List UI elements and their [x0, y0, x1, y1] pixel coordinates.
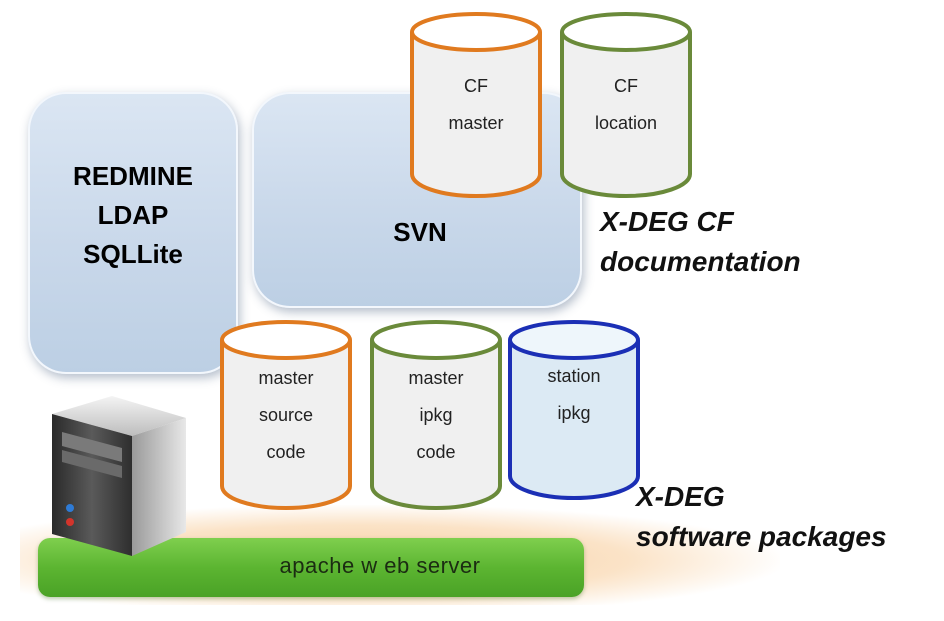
server-tower-icon: [52, 396, 186, 556]
master-source-cylinder: [220, 320, 352, 510]
ldap-label: LDAP: [97, 200, 169, 230]
redmine-label: REDMINE: [73, 161, 193, 191]
cf-master-label: CF master: [448, 76, 504, 133]
redmine-panel: [28, 92, 238, 374]
cf-location-cylinder: [560, 12, 692, 198]
redmine-labels: REDMINE LDAP SQLLite: [28, 157, 238, 274]
station-ipkg-label: station ipkg: [547, 366, 601, 423]
cf-master-cylinder: [410, 12, 542, 198]
sqllite-label: SQLLite: [83, 239, 183, 269]
station-ipkg-cylinder: [508, 320, 640, 500]
apache-label: apache w eb server: [279, 553, 481, 578]
master-ipkg-cylinder: [370, 320, 502, 510]
svn-label: SVN: [393, 217, 447, 247]
master-source-label: master source code: [258, 368, 314, 462]
master-ipkg-label: master ipkg code: [408, 368, 464, 462]
cf-documentation-annotation: X-DEG CF documentation: [600, 206, 801, 277]
cf-location-label: CF location: [594, 76, 658, 133]
software-packages-annotation: X-DEG software packages: [636, 481, 887, 552]
